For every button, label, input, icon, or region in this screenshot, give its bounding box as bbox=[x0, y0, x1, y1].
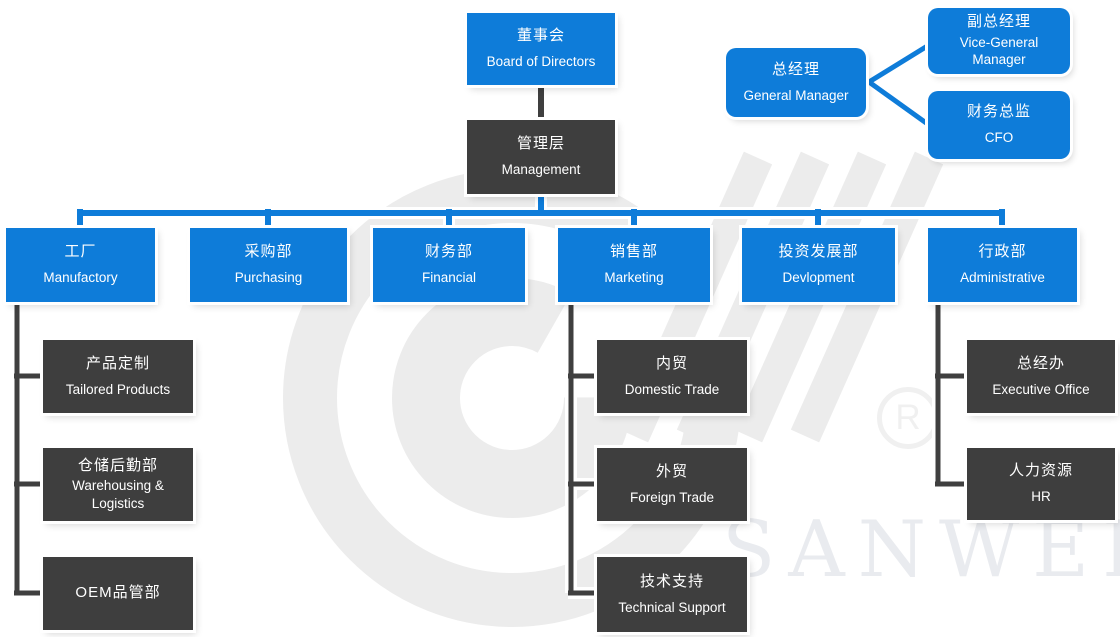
org-node-development: 投资发展部 Devlopment bbox=[742, 228, 895, 302]
node-label-zh: 技术支持 bbox=[639, 572, 704, 590]
org-node-technical-support: 技术支持 Technical Support bbox=[597, 557, 747, 632]
node-label-en: General Manager bbox=[743, 87, 849, 103]
node-label-zh: 采购部 bbox=[244, 243, 293, 261]
node-label-zh: 总经办 bbox=[1016, 354, 1065, 372]
node-label-zh: 投资发展部 bbox=[778, 243, 859, 261]
node-label-en: Manufactory bbox=[43, 270, 118, 286]
org-node-vice-general-manager: 副总经理 Vice-General Manager bbox=[928, 8, 1070, 74]
node-label-en: Administrative bbox=[960, 270, 1045, 286]
node-label-zh: 副总经理 bbox=[966, 13, 1031, 31]
node-label-zh: 外贸 bbox=[655, 462, 688, 480]
org-node-executive-office: 总经办 Executive Office bbox=[967, 340, 1115, 413]
org-node-foreign-trade: 外贸 Foreign Trade bbox=[597, 448, 747, 521]
org-node-hr: 人力资源 HR bbox=[967, 448, 1115, 520]
org-node-oem-quality: OEM品管部 bbox=[43, 557, 193, 630]
node-label-en: Purchasing bbox=[234, 270, 303, 286]
node-label-zh: 总经理 bbox=[771, 60, 820, 78]
node-label-en: Tailored Products bbox=[65, 381, 171, 397]
org-node-board: 董事会 Board of Directors bbox=[467, 13, 615, 85]
connector-blue-lines bbox=[77, 42, 1005, 230]
connector-dark-lines bbox=[14, 84, 967, 596]
node-label-zh: 人力资源 bbox=[1008, 462, 1073, 480]
org-node-tailored-products: 产品定制 Tailored Products bbox=[43, 340, 193, 413]
node-label-en: Foreign Trade bbox=[629, 489, 715, 505]
brand-watermark-text: SANWEI bbox=[722, 505, 1120, 595]
node-label-zh: 仓储后勤部 bbox=[77, 456, 158, 474]
org-node-domestic-trade: 内贸 Domestic Trade bbox=[597, 340, 747, 413]
org-node-cfo: 财务总监 CFO bbox=[928, 91, 1070, 159]
node-label-en: Management bbox=[501, 162, 581, 178]
org-node-marketing: 销售部 Marketing bbox=[558, 228, 710, 302]
node-label-en: Marketing bbox=[604, 270, 664, 286]
node-label-en: Warehousing & Logistics bbox=[72, 478, 164, 511]
node-label-en: Domestic Trade bbox=[624, 381, 720, 397]
org-node-administrative: 行政部 Administrative bbox=[928, 228, 1077, 302]
org-node-manufactory: 工厂 Manufactory bbox=[6, 228, 155, 302]
node-label-en: HR bbox=[1031, 489, 1051, 505]
node-label-zh: 工厂 bbox=[64, 243, 97, 261]
node-label-en: Vice-General Manager bbox=[959, 34, 1039, 68]
node-label-en: Executive Office bbox=[992, 381, 1090, 397]
node-label-zh: 行政部 bbox=[978, 243, 1027, 261]
node-label-en: Financial bbox=[421, 270, 477, 286]
node-label-en: Technical Support bbox=[618, 599, 726, 615]
org-node-financial: 财务部 Financial bbox=[373, 228, 525, 302]
node-label-zh: 销售部 bbox=[609, 243, 658, 261]
node-label-zh: 董事会 bbox=[516, 27, 565, 45]
node-label-en: Board of Directors bbox=[486, 54, 596, 70]
node-label-en: CFO bbox=[984, 130, 1014, 146]
node-label-zh: 管理层 bbox=[516, 135, 565, 153]
node-label-zh: 内贸 bbox=[655, 354, 688, 372]
org-node-general-manager: 总经理 General Manager bbox=[726, 48, 866, 117]
node-label-en: Devlopment bbox=[782, 270, 855, 286]
node-label-zh: 财务总监 bbox=[966, 103, 1031, 121]
org-node-purchasing: 采购部 Purchasing bbox=[190, 228, 347, 302]
org-node-warehousing-logistics: 仓储后勤部 Warehousing & Logistics bbox=[43, 448, 193, 521]
org-node-management: 管理层 Management bbox=[467, 120, 615, 194]
node-label-zh: 财务部 bbox=[424, 243, 473, 261]
node-label-zh: OEM品管部 bbox=[75, 584, 161, 602]
node-label-zh: 产品定制 bbox=[85, 354, 150, 372]
